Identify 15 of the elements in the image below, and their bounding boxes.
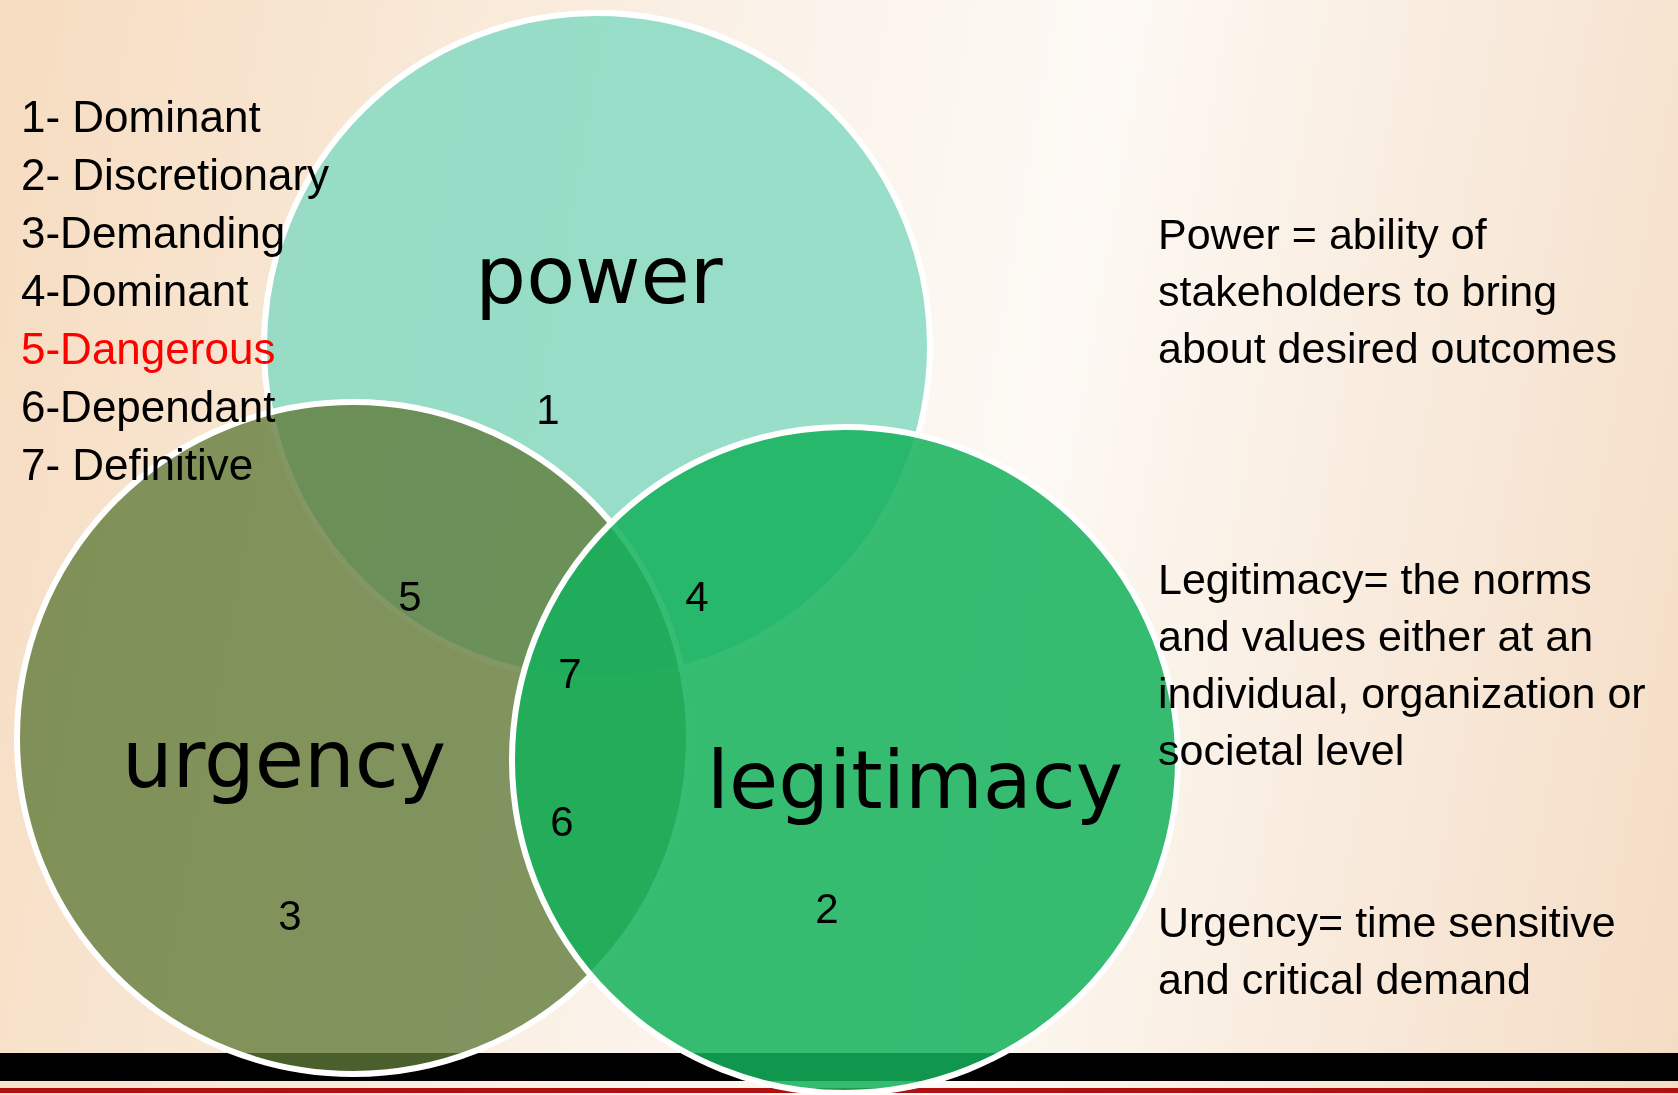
- region-number: 7: [558, 653, 582, 695]
- region-number: 1: [536, 389, 560, 431]
- legend-item: 5-Dangerous: [21, 327, 276, 371]
- region-number: 4: [685, 576, 709, 618]
- region-number: 2: [815, 888, 839, 930]
- region-number: 5: [398, 576, 422, 618]
- region-number: 6: [550, 801, 574, 843]
- legend-item: 6-Dependant: [21, 385, 276, 429]
- legend-item: 2- Discretionary: [21, 153, 330, 197]
- legend-item: 1- Dominant: [21, 95, 261, 139]
- legend-item: 3-Demanding: [21, 211, 286, 255]
- region-number: 3: [278, 895, 302, 937]
- definition-text: Urgency= time sensitive and critical demand: [1158, 897, 1617, 1005]
- legend-item: 4-Dominant: [21, 269, 249, 313]
- definition-text: Power = ability of stakeholders to bring about desired outcomes: [1158, 209, 1618, 374]
